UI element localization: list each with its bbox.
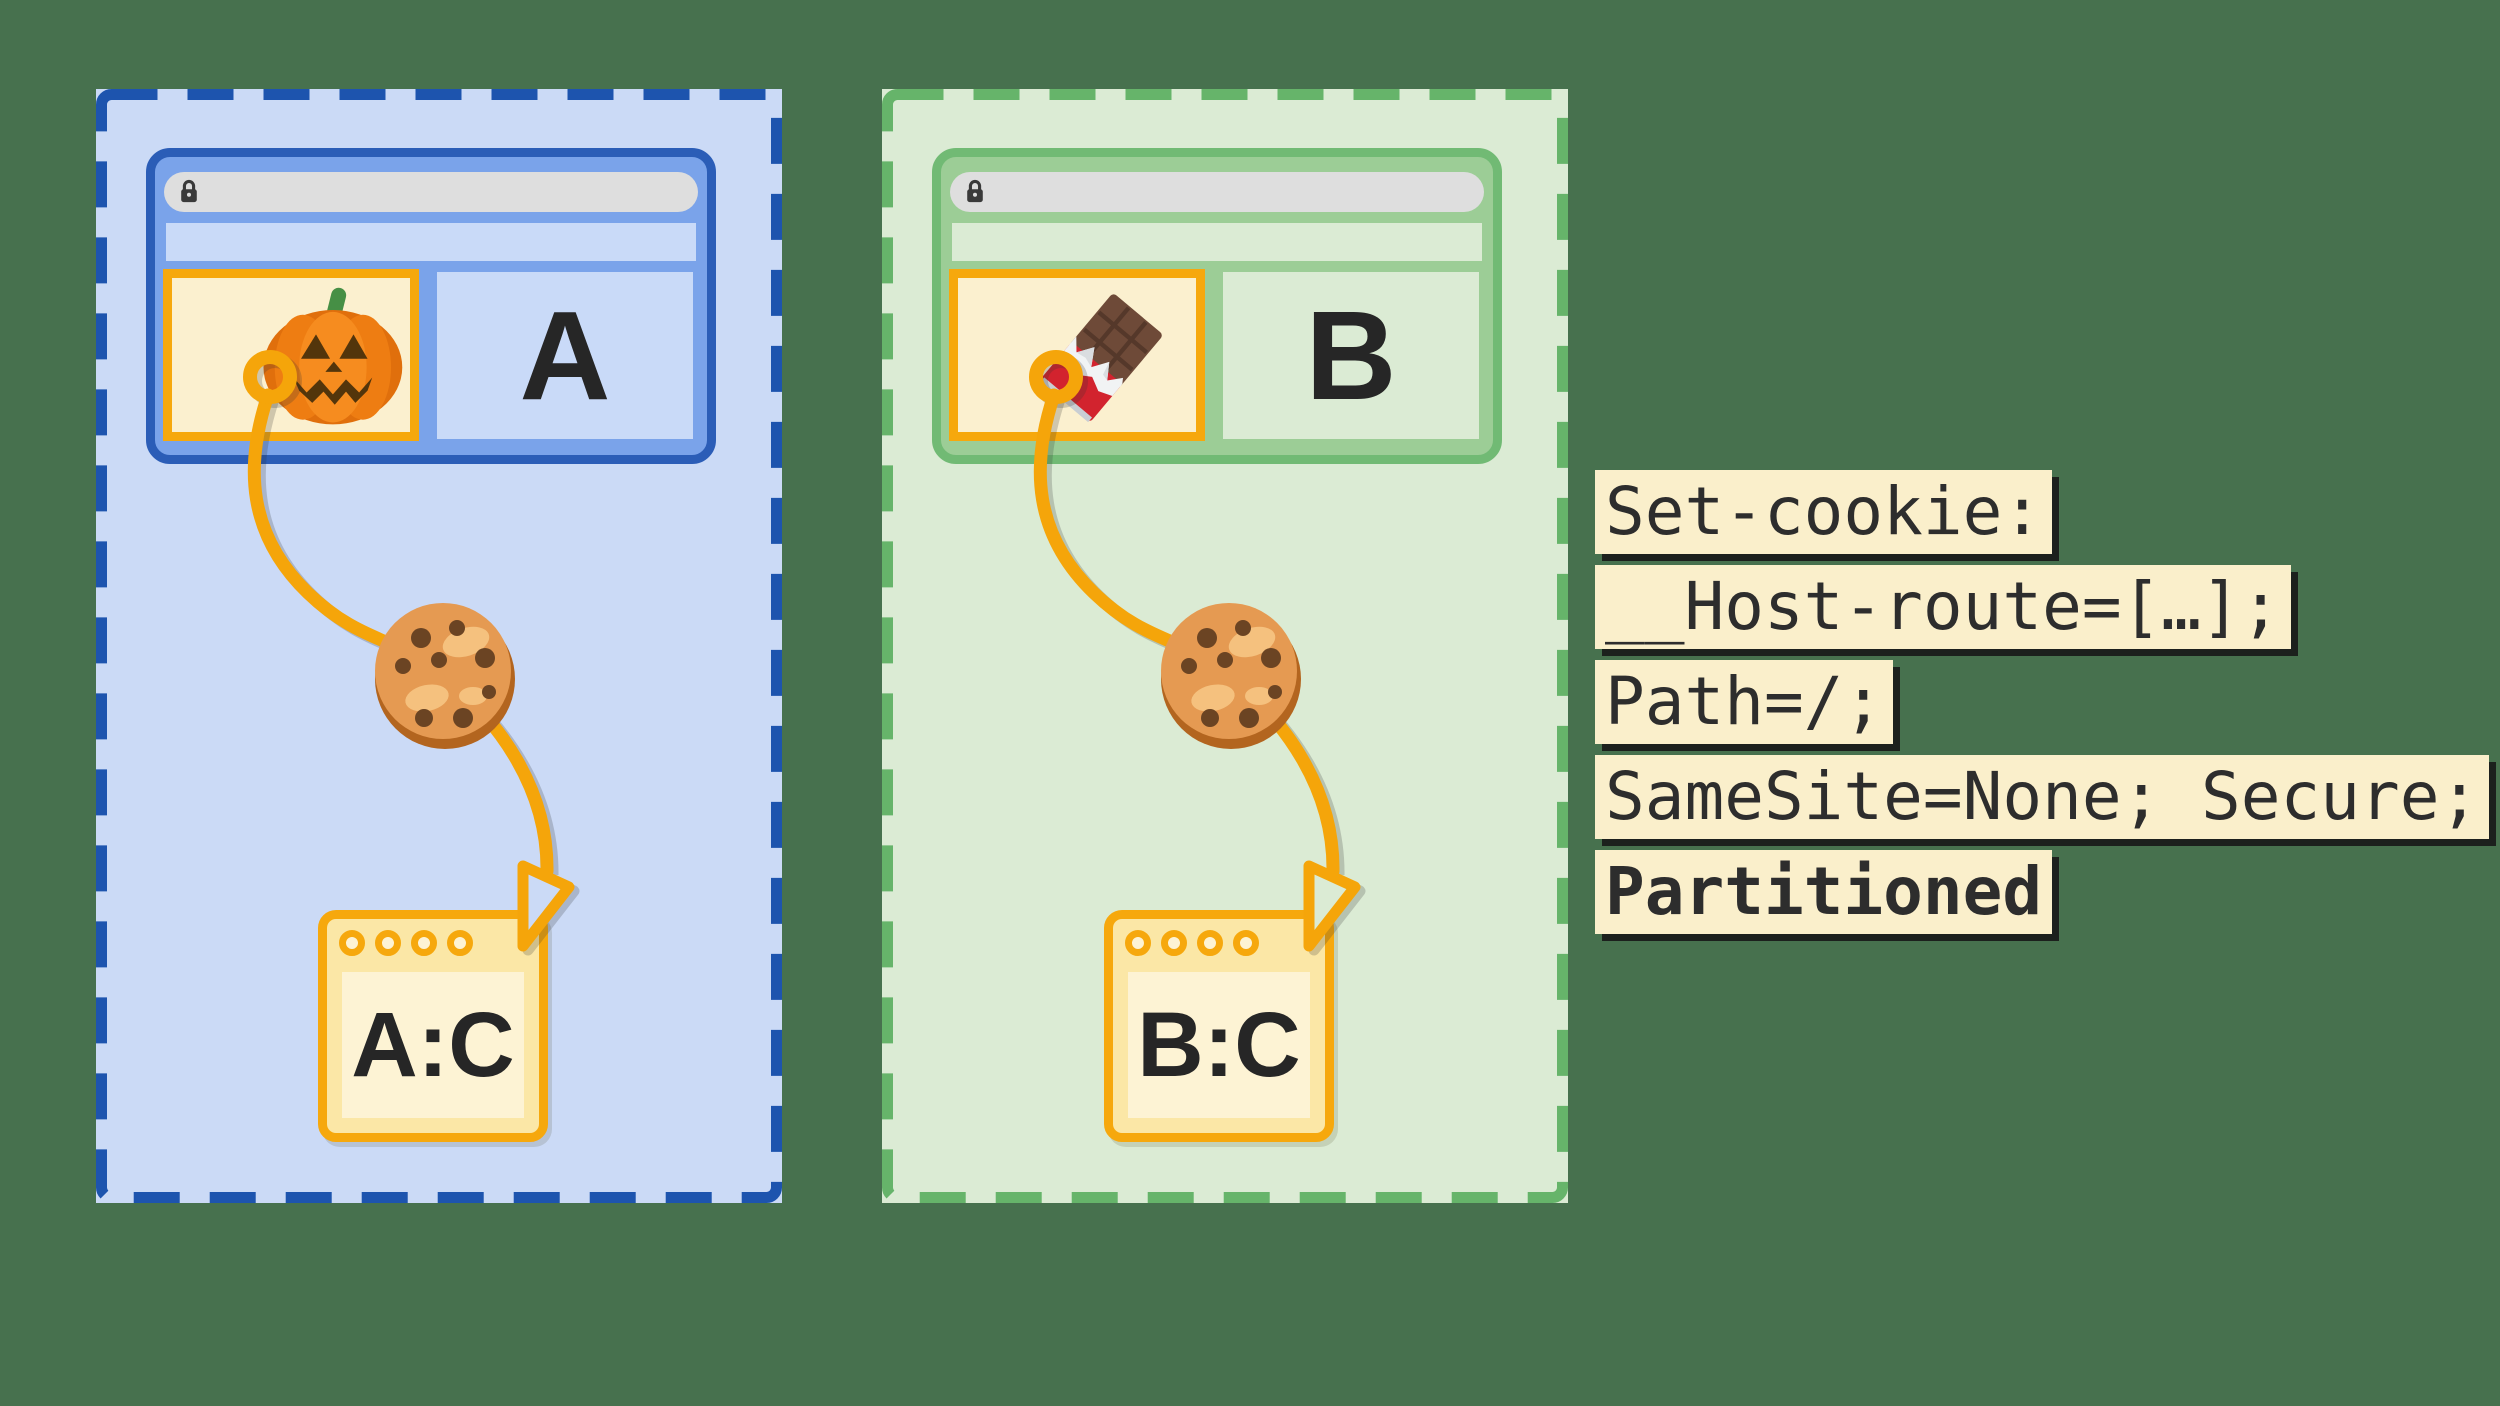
cookie-jar-b: B:C <box>1104 910 1334 1142</box>
jar-dots <box>339 930 473 956</box>
embedded-iframe-b <box>949 269 1205 441</box>
lock-icon <box>181 179 197 203</box>
jar-dot <box>339 930 365 956</box>
jar-dot <box>1197 930 1223 956</box>
partition-site-a: A A:C <box>96 89 782 1203</box>
jar-panel: A:C <box>342 972 524 1118</box>
browser-window-a: A <box>146 148 716 464</box>
code-line-text: Partitioned <box>1595 850 2053 934</box>
code-line: Set-cookie: <box>1595 470 2489 554</box>
jar-dot <box>375 930 401 956</box>
code-line-text: SameSite=None; Secure; <box>1595 755 2490 839</box>
code-line-partitioned: Partitioned <box>1595 850 2489 934</box>
code-line: SameSite=None; Secure; <box>1595 755 2490 839</box>
jar-dot <box>411 930 437 956</box>
jar-dot <box>1161 930 1187 956</box>
cookie-icon <box>1161 603 1301 749</box>
cookie-jar-a: A:C <box>318 910 548 1142</box>
browser-window-b: B <box>932 148 1502 464</box>
set-cookie-code-block: Set-cookie: __Host-route=[…]; Path=/; Sa… <box>1595 470 2490 945</box>
partition-key-label: B:C <box>1137 994 1301 1096</box>
partition-key-label: A:C <box>351 994 515 1096</box>
chocolate-bar-icon <box>1040 294 1162 423</box>
embedded-iframe-a <box>163 269 419 441</box>
code-line-text: Set-cookie: <box>1595 470 2053 554</box>
code-line: Path=/; <box>1595 660 2489 744</box>
jack-o-lantern-icon <box>263 287 403 425</box>
cookie-icon <box>375 603 515 749</box>
code-line-text: __Host-route=[…]; <box>1595 565 2291 649</box>
site-a-page: A <box>437 272 693 439</box>
jar-dots <box>1125 930 1259 956</box>
jar-dot <box>447 930 473 956</box>
url-bar <box>164 172 698 212</box>
jar-dot <box>1233 930 1259 956</box>
site-label: A <box>519 284 611 426</box>
code-line: __Host-route=[…]; <box>1595 565 2489 649</box>
page-content-strip <box>952 223 1482 261</box>
site-label: B <box>1305 284 1397 426</box>
jar-dot <box>1125 930 1151 956</box>
partition-site-b: B B:C <box>882 89 1568 1203</box>
lock-icon <box>967 179 983 203</box>
url-bar <box>950 172 1484 212</box>
page-content-strip <box>166 223 696 261</box>
jar-panel: B:C <box>1128 972 1310 1118</box>
site-b-page: B <box>1223 272 1479 439</box>
code-line-text: Path=/; <box>1595 660 1894 744</box>
